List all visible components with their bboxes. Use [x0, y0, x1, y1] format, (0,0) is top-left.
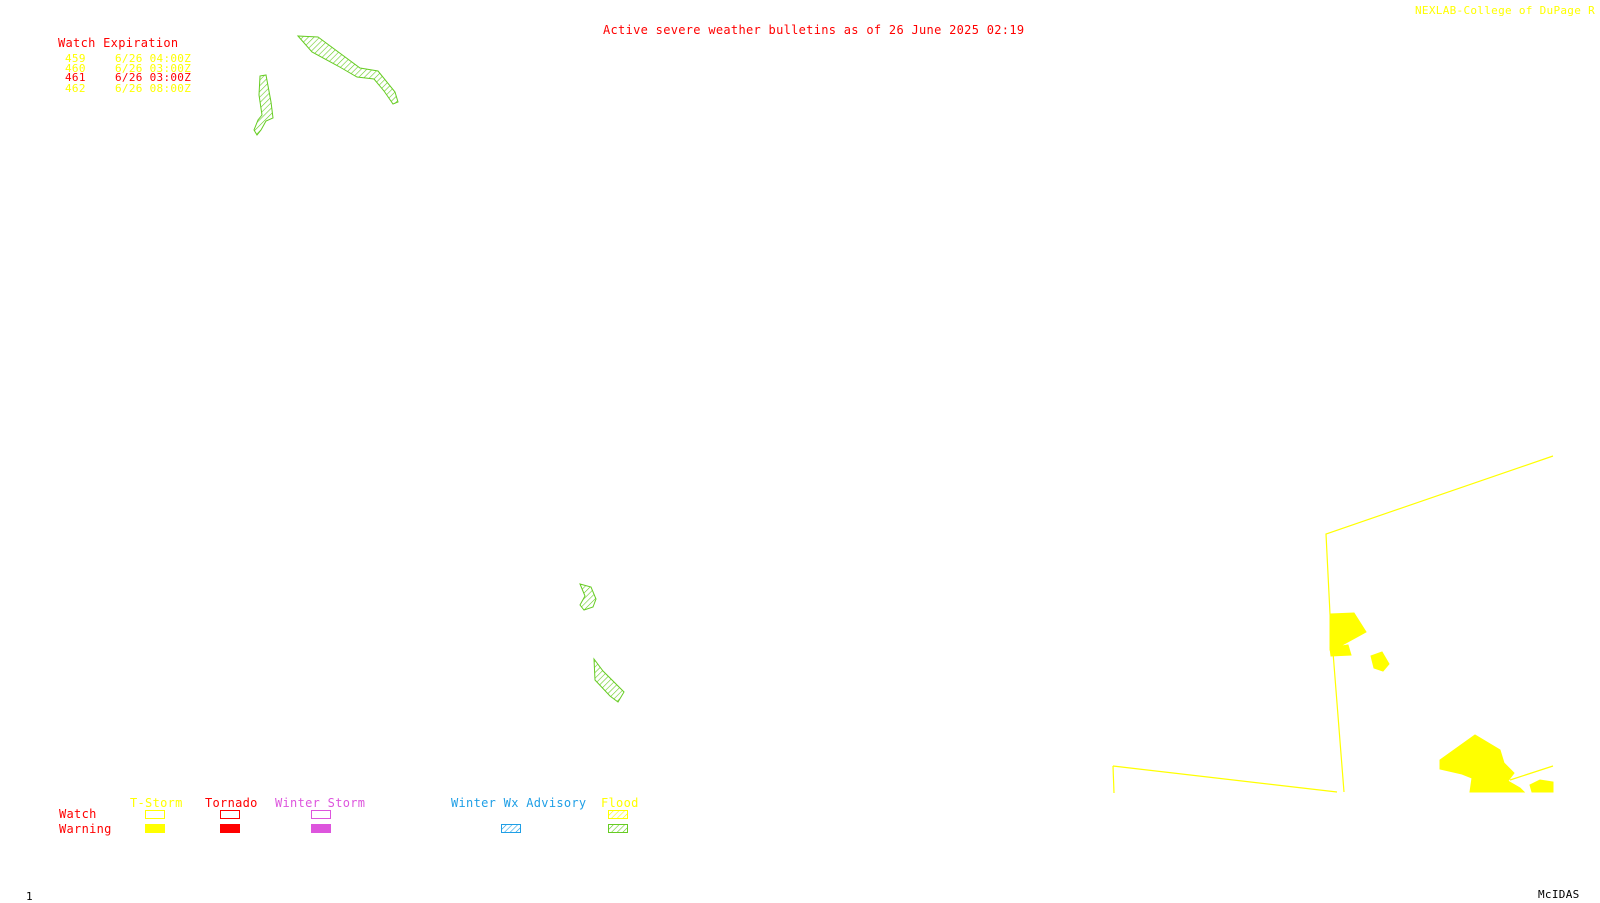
legend-flood-label: Flood [601, 796, 639, 810]
watch-row: 459 6/26 04:00Z [65, 52, 191, 65]
legend-tornado-label: Tornado [205, 796, 258, 810]
watch-expiry: 6/26 03:00Z [115, 62, 192, 75]
legend-tornado-warning-swatch [220, 824, 240, 833]
watch-id: 462 [65, 82, 86, 95]
watch-id: 460 [65, 62, 86, 75]
legend-row-warning-label: Warning [59, 822, 112, 836]
frame-number: 1 [26, 890, 33, 903]
software-label: McIDAS [1538, 888, 1580, 901]
tstorm-warning-areas [1329, 612, 1554, 793]
watch-expiry: 6/26 08:00Z [115, 82, 192, 95]
watch-id: 459 [65, 52, 86, 65]
watch-row: 461 6/26 03:00Z [65, 71, 191, 84]
watch-table-heading: Watch Expiration [58, 36, 179, 50]
legend-winter-wx-advisory-label: Winter Wx Advisory [451, 796, 587, 810]
legend-winter-storm-label: Winter Storm [275, 796, 366, 810]
legend-tornado-watch-swatch [220, 810, 240, 819]
watch-row: 462 6/26 08:00Z [65, 82, 191, 95]
watch-expiry: 6/26 04:00Z [115, 52, 192, 65]
boundary-line [1325, 455, 1554, 793]
legend-tstorm-watch-swatch [145, 810, 165, 819]
watch-expiry: 6/26 03:00Z [115, 71, 192, 84]
flood-warning-polygon [579, 583, 597, 611]
boundary-line [1509, 765, 1554, 781]
tstorm-warning-polygon [1370, 651, 1390, 672]
tstorm-warning-polygon [1329, 612, 1367, 651]
legend-flood-warning-swatch [608, 824, 628, 833]
legend-flood-watch-swatch [608, 810, 628, 819]
page-title: Active severe weather bulletins as of 26… [603, 23, 1025, 37]
boundary-line [1112, 765, 1115, 794]
legend-winter-wx-advisory-swatch [501, 824, 521, 833]
legend-winter-storm-warning-swatch [311, 824, 331, 833]
watch-row: 460 6/26 03:00Z [65, 62, 191, 75]
watch-id: 461 [65, 71, 86, 84]
legend-tstorm-label: T-Storm [130, 796, 183, 810]
legend-tstorm-warning-swatch [145, 824, 165, 833]
flood-warning-polygon [593, 657, 625, 703]
flood-warning-areas [253, 35, 625, 703]
credit-label: NEXLAB-College of DuPage R [1415, 4, 1595, 17]
flood-warning-polygon [253, 74, 274, 136]
tstorm-warning-polygon [1529, 779, 1554, 793]
legend-row-watch-label: Watch [59, 807, 97, 821]
tstorm-warning-polygon [1329, 644, 1352, 657]
flood-warning-polygon [296, 35, 399, 105]
legend-winter-storm-watch-swatch [311, 810, 331, 819]
tstorm-warning-polygon [1439, 734, 1526, 793]
state-boundary-lines [1112, 455, 1554, 794]
boundary-line [1112, 765, 1338, 793]
